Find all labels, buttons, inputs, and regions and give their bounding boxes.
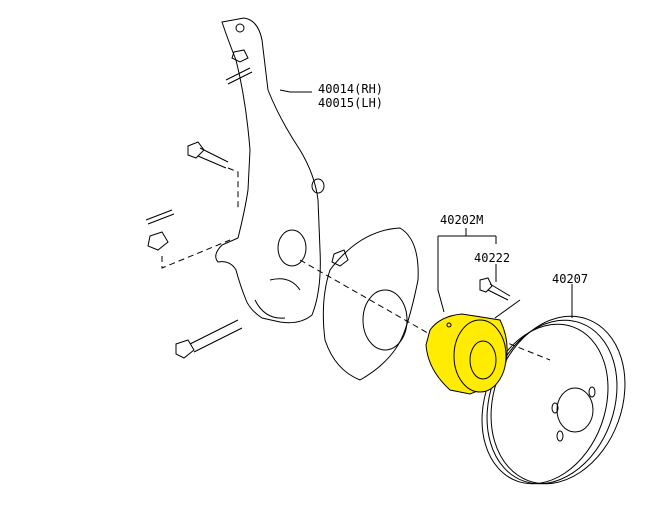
steering-knuckle[interactable] bbox=[215, 17, 325, 324]
nut-mid bbox=[331, 249, 349, 267]
nut-top bbox=[231, 49, 249, 63]
upper-bolt bbox=[187, 141, 229, 169]
label-40014: 40014(RH) bbox=[318, 82, 383, 96]
hub-bolt bbox=[479, 277, 511, 301]
backing-plate[interactable] bbox=[322, 227, 419, 381]
cotter-pin-upper bbox=[225, 67, 253, 85]
castle-nut bbox=[147, 231, 169, 251]
lower-bolt bbox=[175, 319, 243, 359]
label-40207: 40207 bbox=[552, 272, 588, 286]
label-40202m: 40202M bbox=[440, 213, 483, 227]
label-40222: 40222 bbox=[474, 251, 510, 265]
label-40015: 40015(LH) bbox=[318, 96, 383, 110]
hub-assembly[interactable] bbox=[425, 313, 508, 395]
cotter-pin-lower bbox=[145, 209, 175, 225]
